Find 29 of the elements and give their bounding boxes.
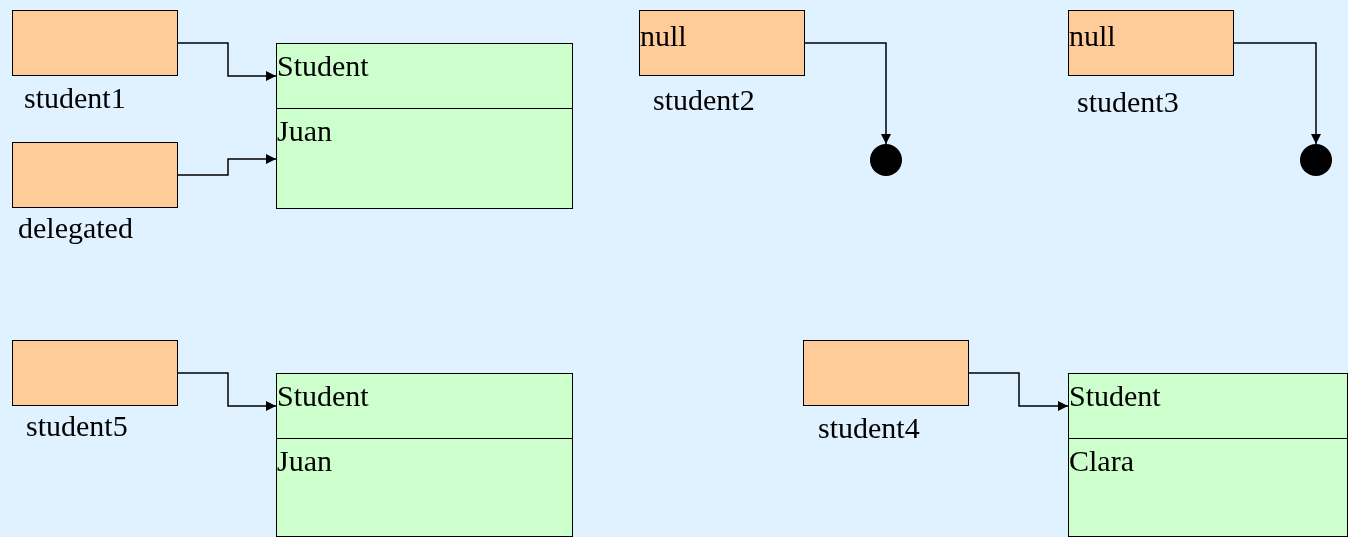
object-box [1068, 373, 1348, 537]
variable-box [803, 340, 969, 406]
variable-box [12, 340, 178, 406]
field-value: Juan [277, 444, 332, 477]
variable-name: student3 [1077, 84, 1179, 120]
variable-box [12, 10, 178, 76]
class-name: Student [277, 49, 369, 82]
arrow [804, 42, 891, 145]
field-value: Clara [1069, 444, 1134, 477]
object-box [276, 43, 573, 209]
arrow [177, 42, 277, 81]
class-name: Student [277, 379, 369, 412]
variable-box [12, 142, 178, 208]
variable-value: null [1069, 18, 1117, 54]
variable-name: delegated [18, 210, 133, 246]
arrow [1233, 42, 1321, 145]
field-value: Juan [277, 114, 332, 147]
variable-box [639, 10, 805, 76]
variable-name: student5 [26, 408, 128, 444]
class-name: Student [1069, 379, 1161, 412]
arrow [968, 372, 1069, 411]
variable-name: student2 [653, 82, 755, 118]
variable-box [1068, 10, 1234, 76]
object-box [276, 373, 573, 537]
variable-name: student4 [818, 410, 920, 446]
variable-name: student1 [24, 80, 126, 116]
arrow [177, 372, 277, 411]
arrow [177, 154, 277, 176]
variable-value: null [640, 18, 688, 54]
